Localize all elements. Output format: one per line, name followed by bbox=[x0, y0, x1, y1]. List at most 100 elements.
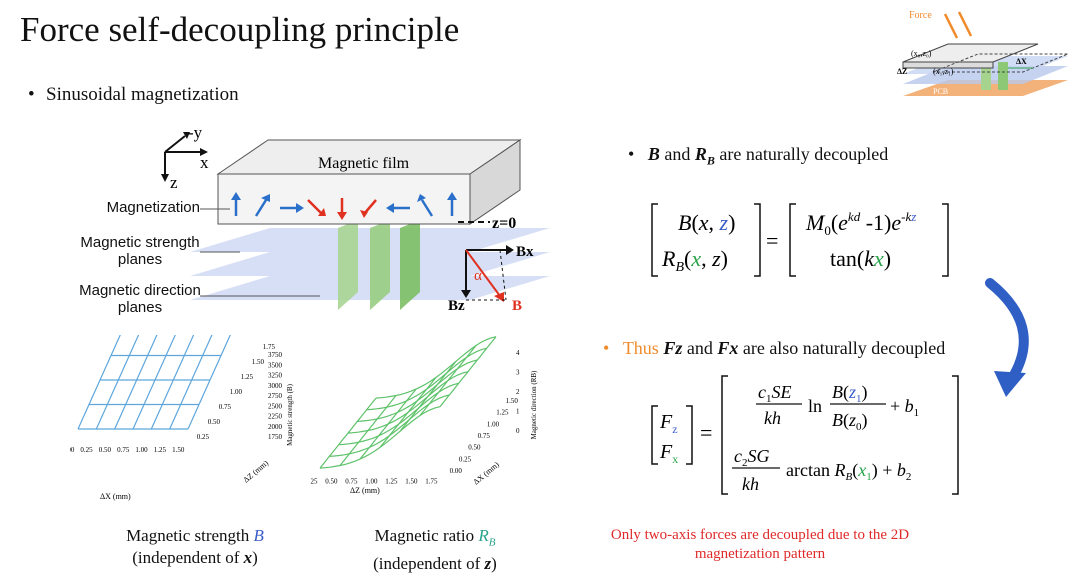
caption-strength: Magnetic strength B (independent of x) bbox=[95, 525, 295, 569]
svg-text:=: = bbox=[766, 228, 778, 253]
z-tick-label: 3750 bbox=[268, 351, 283, 359]
z-tick-label: 2250 bbox=[268, 413, 283, 421]
z-tick-label: 2000 bbox=[268, 423, 283, 431]
svg-text:=: = bbox=[700, 420, 712, 445]
film-side-face bbox=[469, 139, 521, 225]
bullet2-text: are also naturally decoupled bbox=[738, 338, 946, 358]
bz-arrow bbox=[461, 290, 471, 298]
svg-text:kh: kh bbox=[742, 474, 759, 494]
z-tick-label: 0 bbox=[516, 427, 520, 435]
svg-text:Fx: Fx bbox=[659, 441, 678, 466]
caption-ratio-symbol: R bbox=[478, 526, 489, 545]
x-tick-label: 1.75 bbox=[425, 477, 438, 485]
axis-y-line bbox=[164, 135, 186, 153]
caption-strength-close: ) bbox=[252, 548, 258, 567]
z-tick-label: 2750 bbox=[268, 392, 283, 400]
direction-x-axis-label: ΔZ (mm) bbox=[350, 486, 380, 495]
force-label: Force bbox=[909, 10, 932, 21]
y-tick-label: 1.50 bbox=[506, 397, 519, 405]
coord2-label: (x₁,z₁) bbox=[933, 67, 954, 76]
surface-line bbox=[319, 397, 377, 469]
surface-line bbox=[187, 335, 231, 430]
svg-text:B(z0): B(z0) bbox=[832, 410, 868, 433]
dz-label: ΔZ bbox=[897, 67, 907, 76]
bullet-forces: • Thus Fz and Fx are also naturally deco… bbox=[603, 338, 945, 359]
film-front bbox=[902, 61, 994, 69]
surface-line bbox=[319, 406, 441, 469]
equation-forces: Fz Fx = c1SE kh ln B(z1) B(z0) + b1 c2SG… bbox=[651, 375, 959, 495]
svg-text:B(z1): B(z1) bbox=[832, 382, 868, 405]
svg-text:kh: kh bbox=[764, 408, 781, 428]
plot-magnetic-direction: 432100.250.500.751.001.251.501.750.000.2… bbox=[310, 336, 538, 495]
b-label: B bbox=[512, 298, 522, 314]
caption-strength-var: x bbox=[243, 548, 253, 567]
z-tick-label: 1750 bbox=[268, 433, 283, 441]
caption-ratio-title: Magnetic ratio bbox=[374, 526, 475, 545]
strength-z-axis-label: Magnetic strength (B) bbox=[286, 383, 294, 445]
surface-line bbox=[150, 335, 195, 430]
surface-line bbox=[114, 335, 158, 430]
bullet-decoupled: • B and RB are naturally decoupled bbox=[628, 144, 889, 168]
surface-line bbox=[329, 394, 450, 457]
green-plane-b bbox=[998, 62, 1008, 90]
direction-plane-1 bbox=[338, 220, 358, 310]
z-tick-label: 2 bbox=[516, 388, 520, 396]
svg-text:RB(x, z): RB(x, z) bbox=[661, 246, 728, 275]
dx-label: ΔX bbox=[1016, 57, 1027, 66]
caption-ratio-var: z bbox=[484, 554, 492, 574]
magnetization-arrows bbox=[231, 192, 457, 220]
y-tick-label: 0.50 bbox=[208, 418, 221, 426]
green-plane-a bbox=[981, 62, 991, 90]
curved-arrow-shaft bbox=[985, 278, 1029, 380]
sensor-inset-figure: PCB Force (x₀,z₀) (x₁,z₁) ΔZ ΔX bbox=[897, 10, 1069, 96]
z-tick-label: 2500 bbox=[268, 402, 283, 410]
b-line bbox=[465, 249, 501, 297]
x-tick-label: 0.00 bbox=[70, 446, 75, 454]
strength-surface-grid bbox=[77, 335, 231, 430]
plot-magnetic-strength: 3750350032503000275025002250200017500.00… bbox=[70, 335, 294, 501]
svg-text:c1SE: c1SE bbox=[758, 382, 792, 405]
magnetization-diagram: -y x z Magnetic film z=0 Bx Bz B α bbox=[161, 124, 550, 314]
z-tick-label: 3250 bbox=[268, 372, 283, 380]
y-tick-label: 1.50 bbox=[252, 358, 265, 366]
direction-y-axis-label: ΔX (mm) bbox=[472, 460, 502, 487]
bullet2-fz: Fz bbox=[663, 338, 683, 358]
surface-line bbox=[169, 335, 213, 430]
bx-label: Bx bbox=[516, 244, 534, 260]
caption-ratio-sub: B bbox=[488, 536, 496, 549]
surface-line bbox=[132, 335, 176, 430]
strength-x-axis-label: ΔX (mm) bbox=[100, 492, 131, 501]
y-tick-label: 0.75 bbox=[478, 432, 491, 440]
svg-text:ln: ln bbox=[808, 396, 822, 416]
svg-text:B(x, z): B(x, z) bbox=[678, 210, 735, 235]
label-magnetization: Magnetization bbox=[106, 199, 200, 216]
bullet2-and: and bbox=[682, 338, 718, 358]
axis-y-label: -y bbox=[188, 124, 203, 142]
x-tick-label: 1.50 bbox=[172, 446, 185, 454]
y-tick-label: 1.25 bbox=[496, 409, 509, 417]
direction-plane-3 bbox=[400, 220, 420, 310]
caption-strength-note: (independent of bbox=[132, 548, 244, 567]
x-tick-label: 0.25 bbox=[80, 446, 93, 454]
bullet1-text: are naturally decoupled bbox=[714, 144, 889, 164]
svg-text:M0(ekd -1)e-kz: M0(ekd -1)e-kz bbox=[805, 209, 916, 238]
axis-z-label: z bbox=[170, 173, 178, 192]
bullet-text: Sinusoidal magnetization bbox=[46, 84, 239, 105]
bullet1-dot: • bbox=[628, 144, 635, 164]
x-tick-label: 1.00 bbox=[135, 446, 148, 454]
label-direction-planes: Magnetic direction planes bbox=[79, 282, 201, 316]
z-tick-label: 1 bbox=[516, 408, 520, 416]
x-tick-label: 1.25 bbox=[385, 477, 398, 485]
direction-plane-2 bbox=[370, 220, 390, 310]
bz-label: Bz bbox=[448, 298, 465, 314]
x-tick-label: 0.75 bbox=[117, 446, 130, 454]
y-tick-label: 0.00 bbox=[450, 467, 463, 475]
x-tick-label: 0.25 bbox=[310, 477, 318, 485]
film-displaced bbox=[932, 53, 1069, 73]
y-tick-label: 1.25 bbox=[241, 373, 254, 381]
z-tick-label: 4 bbox=[516, 349, 520, 357]
x-tick-label: 1.00 bbox=[365, 477, 378, 485]
z-tick-label: 3500 bbox=[268, 361, 283, 369]
bullet2-dot: • bbox=[603, 338, 610, 358]
axis-z-arrow bbox=[161, 174, 169, 182]
